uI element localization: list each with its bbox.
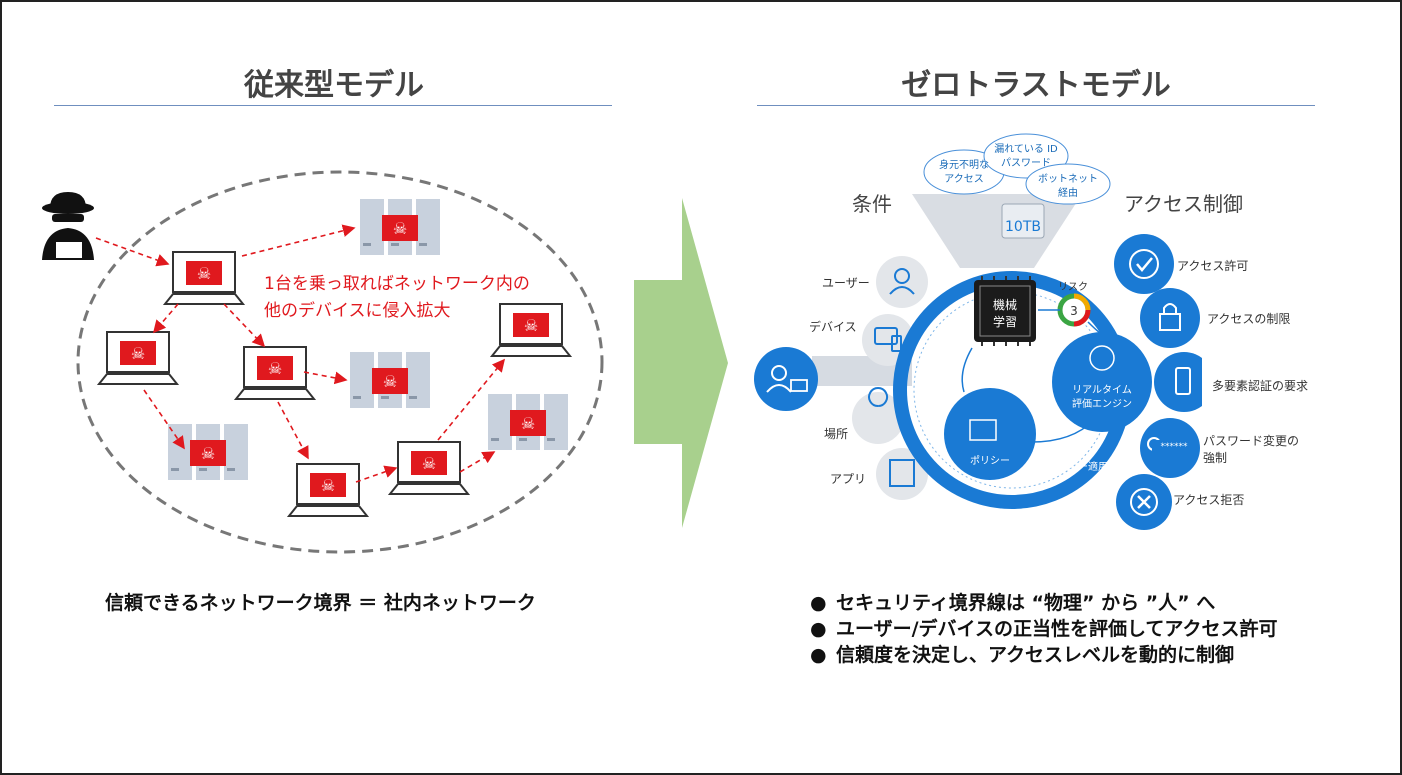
access-allow-label: アクセス許可 bbox=[1177, 259, 1249, 273]
policy-document-icon bbox=[969, 419, 997, 441]
bubble-botnet-1: ボットネット bbox=[1038, 173, 1098, 185]
laptop-infected-3 bbox=[235, 346, 315, 400]
password-mask: ****** bbox=[1152, 440, 1196, 454]
phone-key-icon bbox=[1175, 367, 1191, 395]
bubble-leaked-id-2: パスワード bbox=[1001, 157, 1051, 169]
bubble-unknown-access-1: 身元不明な bbox=[939, 158, 989, 171]
deny-icon bbox=[1130, 488, 1158, 516]
svg-text:機械: 機械 bbox=[993, 297, 1017, 312]
engine-label-1: リアルタイム bbox=[1072, 384, 1132, 396]
realtime-engine-circle bbox=[1052, 332, 1152, 432]
trusted-perimeter-caption: 信頼できるネットワーク境界 ＝ 社内ネットワーク bbox=[105, 592, 536, 614]
flow-arrows bbox=[961, 309, 1105, 443]
policy-label: ポリシー bbox=[970, 455, 1010, 467]
app-icon bbox=[889, 459, 915, 487]
user-icon-body bbox=[889, 286, 915, 295]
bullet-3: ●信頼度を決定し、アクセスレベルを動的に制御 bbox=[810, 644, 1235, 666]
hacker-icon bbox=[42, 192, 94, 260]
condition-app-label: アプリ bbox=[830, 472, 867, 486]
laptop-infected-5 bbox=[288, 463, 368, 517]
machine-learning-chip: 機械 学習 bbox=[974, 276, 1036, 346]
laptop-infected-6 bbox=[389, 441, 469, 495]
transition-arrow bbox=[634, 198, 728, 528]
check-icon bbox=[1129, 249, 1159, 279]
bullet-2: ●ユーザー/デバイスの正当性を評価してアクセス許可 bbox=[810, 618, 1278, 640]
risk-label: リスク bbox=[1058, 281, 1088, 293]
zero-trust-model-title: ゼロトラストモデル bbox=[901, 68, 1171, 103]
data-funnel bbox=[912, 194, 1082, 268]
traditional-model-title: 従来型モデル bbox=[244, 68, 424, 103]
lock-icon bbox=[1159, 313, 1181, 331]
bubble-botnet-2: 経由 bbox=[1058, 186, 1078, 199]
infection-spread-arrows bbox=[95, 224, 506, 483]
traditional-network-diagram: ☠ ☠ bbox=[42, 170, 604, 554]
user-icon bbox=[894, 268, 910, 284]
bubble-unknown-access-2: アクセス bbox=[944, 173, 984, 185]
bullet-1: ●セキュリティ境界線は “物理” から ”人” へ bbox=[810, 592, 1216, 614]
gear-icon bbox=[1089, 345, 1115, 371]
annotation-line-1: 1台を乗っ取ればネットワーク内の bbox=[264, 274, 530, 294]
svg-text:10TB: 10TB bbox=[1005, 219, 1041, 235]
storage-icon: 10TB bbox=[1001, 203, 1045, 239]
user-badge bbox=[754, 347, 818, 411]
location-icon bbox=[868, 387, 889, 407]
condition-location-label: 場所 bbox=[824, 427, 849, 441]
conditions-heading: 条件 bbox=[852, 192, 892, 216]
access-control-icons bbox=[1114, 234, 1202, 530]
title-underline-left bbox=[54, 105, 612, 106]
condition-location-circle bbox=[852, 392, 904, 444]
engine-label-2: 評価エンジン bbox=[1072, 397, 1132, 410]
title-underline-right bbox=[757, 105, 1315, 106]
risk-value: 3 bbox=[1070, 304, 1078, 318]
device-phone-icon bbox=[891, 335, 902, 352]
access-deny-label: アクセス拒否 bbox=[1173, 493, 1245, 507]
laptop-infected-1 bbox=[164, 251, 244, 305]
condition-device-label: デバイス bbox=[809, 320, 857, 334]
access-password-change-label: パスワード変更の 強制 bbox=[1203, 434, 1300, 465]
access-mfa-label: 多要素認証の要求 bbox=[1212, 379, 1309, 393]
server-infected-1 bbox=[360, 199, 440, 255]
laptop-infected-2 bbox=[98, 331, 178, 385]
access-control-heading: アクセス制御 bbox=[1124, 192, 1243, 216]
annotation-line-2: 他のデバイスに侵入拡大 bbox=[264, 300, 451, 321]
network-perimeter bbox=[76, 170, 604, 554]
risk-gauge: 3 bbox=[1057, 293, 1091, 327]
server-infected-4 bbox=[488, 394, 568, 450]
policy-apply-label: ポリシー適用 bbox=[1048, 460, 1108, 473]
server-infected-2 bbox=[350, 352, 430, 408]
access-restrict-label: アクセスの制限 bbox=[1207, 312, 1291, 326]
bubble-leaked-id-1: 漏れている ID bbox=[994, 143, 1058, 155]
laptop-infected-4 bbox=[491, 303, 571, 357]
policy-circle bbox=[944, 388, 1036, 480]
condition-user-label: ユーザー bbox=[822, 276, 870, 290]
threat-bubbles: 身元不明な アクセス 漏れている ID パスワード ボットネット 経由 bbox=[923, 133, 1111, 205]
svg-text:学習: 学習 bbox=[993, 314, 1017, 329]
server-infected-3 bbox=[168, 424, 248, 480]
zero-trust-diagram: 10TB 身元不明な アクセス 漏れている ID パスワード ボットネット 経由 bbox=[812, 133, 1152, 509]
